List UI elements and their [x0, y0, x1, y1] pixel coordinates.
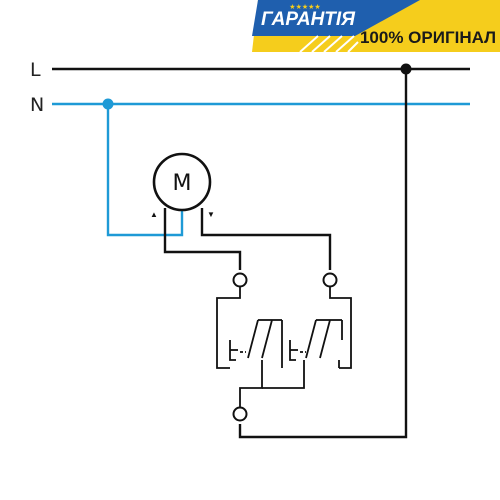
switch-blade-4 — [319, 319, 331, 359]
terminal-up — [232, 272, 248, 288]
switch-left-rail — [216, 287, 241, 369]
motor: M — [152, 152, 212, 212]
guarantee-badge: ★★★★★ ГАРАНТІЯ 100% ОРИГІНАЛ — [252, 0, 500, 53]
badge-stripes — [299, 35, 359, 53]
line-n-label: N — [30, 94, 44, 116]
badge-original-text: 100% ОРИГІНАЛ — [360, 28, 496, 47]
switch-blade-2 — [261, 319, 273, 359]
motor-down-wire — [200, 208, 332, 270]
motor-up-wire — [163, 208, 242, 270]
terminal-down — [322, 272, 338, 288]
double-switch — [216, 287, 352, 407]
switch-contact-2 — [289, 340, 296, 361]
arrow-down-icon: ▼ — [207, 210, 215, 219]
line-l-label: L — [30, 59, 41, 81]
badge-guarantee-text: ГАРАНТІЯ — [261, 9, 356, 30]
switch-right-rail — [329, 287, 352, 369]
live-feed-wire — [238, 69, 408, 439]
switch-blade-1 — [247, 319, 259, 359]
switch-contact-1 — [229, 340, 236, 361]
switch-common-right — [262, 360, 305, 389]
badge-blue-bg — [252, 0, 420, 36]
neutral-motor-wire — [106, 104, 184, 237]
motor-circle — [152, 152, 212, 212]
switch-common-left — [239, 360, 263, 407]
terminal-common — [232, 406, 248, 422]
motor-label: M — [173, 171, 192, 196]
badge-stars: ★★★★★ — [289, 3, 320, 11]
switch-blade-3 — [305, 319, 317, 359]
arrow-up-icon: ▲ — [150, 210, 158, 219]
